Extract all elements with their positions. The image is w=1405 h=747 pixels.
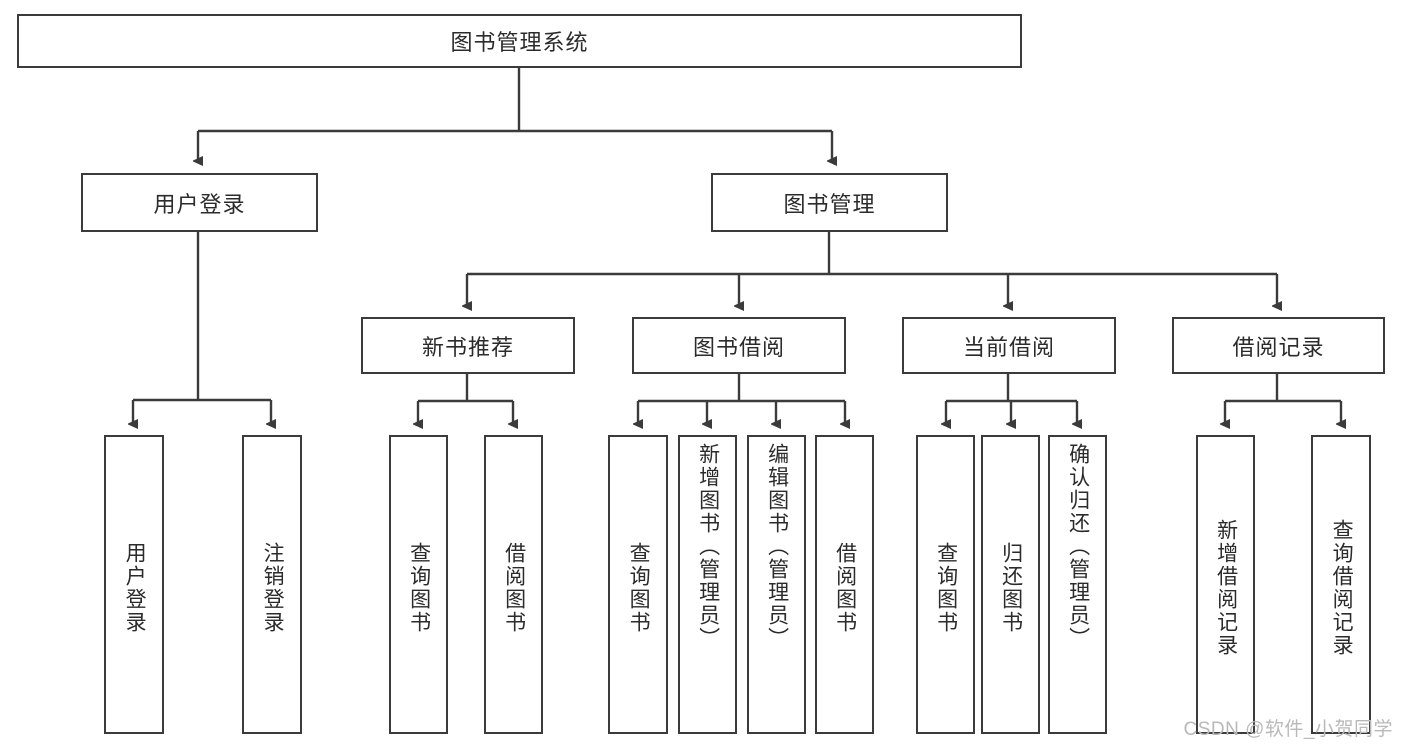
watermark: CSDN @软件_小贺同学 — [1183, 719, 1393, 740]
leaf-add-book[interactable]: 新增图书（管理员） — [678, 435, 737, 734]
leaf-borrow-book-1-label: 借阅图书 — [502, 541, 526, 634]
node-borrow-record-label: 借阅记录 — [1232, 334, 1325, 360]
leaf-edit-book[interactable]: 编辑图书（管理员） — [747, 435, 806, 734]
node-current-borrow-label: 当前借阅 — [962, 334, 1055, 360]
leaf-user-logout[interactable]: 注销登录 — [242, 435, 302, 734]
leaf-query-book-3-label: 查询图书 — [934, 541, 958, 634]
leaf-query-book-1-label: 查询图书 — [407, 541, 431, 634]
leaf-user-logout-label: 注销登录 — [261, 541, 285, 634]
leaf-user-login-label: 用户登录 — [123, 541, 147, 634]
leaf-add-record[interactable]: 新增借阅记录 — [1196, 435, 1255, 734]
leaf-query-book-2-label: 查询图书 — [627, 541, 651, 634]
node-book-borrow-label: 图书借阅 — [692, 334, 785, 360]
leaf-edit-book-label: 编辑图书（管理员） — [765, 443, 789, 650]
leaf-query-book-2[interactable]: 查询图书 — [608, 435, 668, 734]
node-book-manage-label: 图书管理 — [783, 191, 876, 217]
leaf-query-book-3[interactable]: 查询图书 — [916, 435, 975, 734]
leaf-confirm-return-label: 确认归还（管理员） — [1066, 443, 1090, 650]
node-borrow-record[interactable]: 借阅记录 — [1172, 317, 1385, 374]
node-root-label: 图书管理系统 — [450, 30, 589, 55]
node-book-manage[interactable]: 图书管理 — [711, 173, 948, 232]
leaf-user-login[interactable]: 用户登录 — [104, 435, 164, 734]
leaf-query-book-1[interactable]: 查询图书 — [389, 435, 448, 734]
leaf-borrow-book-1[interactable]: 借阅图书 — [484, 435, 543, 734]
leaf-return-book-label: 归还图书 — [999, 541, 1023, 634]
leaf-add-book-label: 新增图书（管理员） — [696, 443, 720, 650]
node-root[interactable]: 图书管理系统 — [17, 14, 1022, 68]
node-user-login-label: 用户登录 — [153, 191, 246, 217]
leaf-add-record-label: 新增借阅记录 — [1214, 518, 1238, 657]
node-user-login[interactable]: 用户登录 — [81, 173, 318, 232]
node-book-borrow[interactable]: 图书借阅 — [632, 317, 846, 374]
leaf-query-record[interactable]: 查询借阅记录 — [1311, 435, 1371, 734]
node-new-book-recommend[interactable]: 新书推荐 — [361, 317, 575, 374]
leaf-query-record-label: 查询借阅记录 — [1330, 518, 1354, 657]
leaf-borrow-book-2-label: 借阅图书 — [833, 541, 857, 634]
node-new-book-recommend-label: 新书推荐 — [421, 334, 514, 360]
node-current-borrow[interactable]: 当前借阅 — [902, 317, 1116, 374]
leaf-confirm-return[interactable]: 确认归还（管理员） — [1048, 435, 1107, 734]
leaf-borrow-book-2[interactable]: 借阅图书 — [815, 435, 874, 734]
leaf-return-book[interactable]: 归还图书 — [981, 435, 1040, 734]
